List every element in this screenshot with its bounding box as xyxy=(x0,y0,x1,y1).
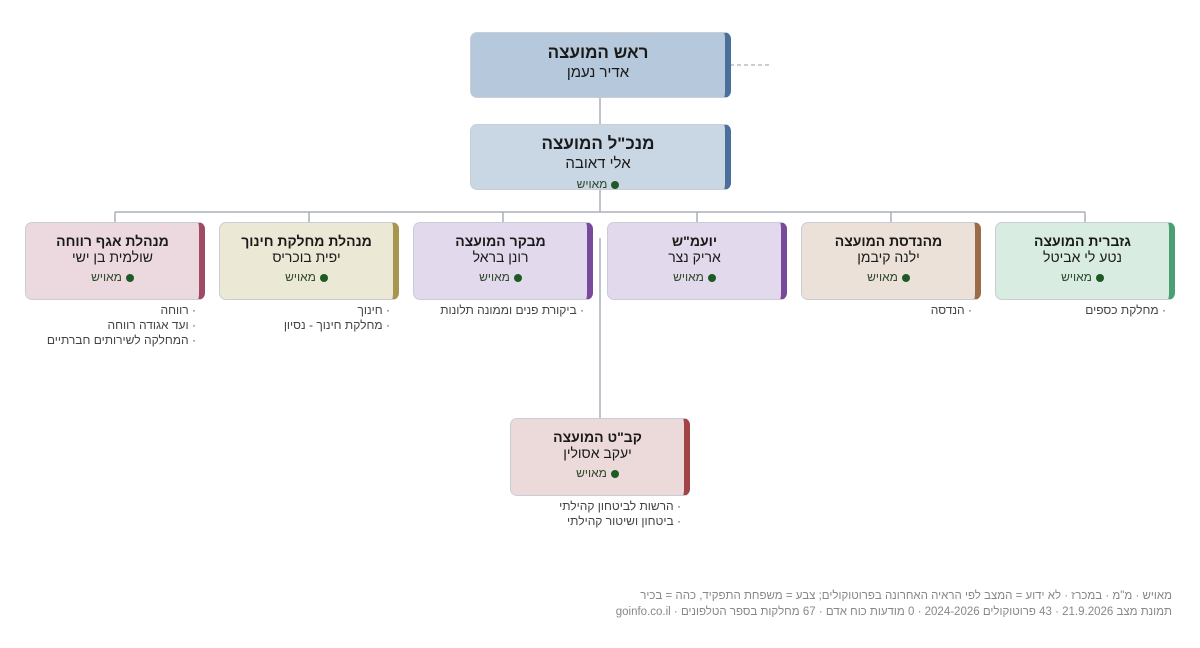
status-dot-icon xyxy=(513,273,522,282)
department-item: · רווחה xyxy=(160,303,196,317)
node-person: יפית בוכריס xyxy=(272,249,341,265)
security-departments: · הרשות לביטחון קהילתי · ביטחון ושיטור ק… xyxy=(559,499,681,529)
node-role: מבקר המועצה xyxy=(455,233,546,249)
node-person: יעקב אסולין xyxy=(563,445,632,461)
legend-line-2: תמונת מצב 21.9.2026 · 43 פרוטוקולים 2024… xyxy=(615,606,1172,618)
node-role: ראש המועצה xyxy=(547,43,649,62)
status-dot-icon xyxy=(319,273,328,282)
node-role: מנהלת מחלקת חינוך xyxy=(241,233,372,249)
department-item: · המחלקה לשירותים חברתיים xyxy=(46,333,196,347)
legend-line-1: מאויש · מ"מ · במכרז · לא ידוע = המצב לפי… xyxy=(640,590,1172,602)
treasurer-node[interactable]: גזברית המועצה נטע לי אביטל מאויש xyxy=(995,222,1175,300)
legal-advisor-node[interactable]: יועמ"ש אריק נצר מאויש xyxy=(607,222,787,300)
department-item: · מחלקת כספים xyxy=(1085,303,1166,317)
node-role: מנהלת אגף רווחה xyxy=(56,233,169,249)
education-departments: · חינוך · מחלקת חינוך - נסיון xyxy=(284,303,390,333)
treasurer-departments: · מחלקת כספים xyxy=(1085,303,1166,318)
department-item: · ועד אגודה רווחה xyxy=(107,318,196,332)
node-role: קב"ט המועצה xyxy=(553,429,642,445)
welfare-node[interactable]: מנהלת אגף רווחה שולמית בן ישי מאויש xyxy=(25,222,205,300)
node-person: שולמית בן ישי xyxy=(72,249,153,265)
status-dot-icon xyxy=(901,273,910,282)
department-item: · מחלקת חינוך - נסיון xyxy=(283,318,390,332)
head-of-council-node[interactable]: ראש המועצה אדיר נעמן xyxy=(470,32,731,98)
auditor-node[interactable]: מבקר המועצה רונן בראל מאויש xyxy=(413,222,593,300)
department-item: · חינוך xyxy=(357,303,390,317)
status-badge: מאויש xyxy=(802,270,975,284)
node-person: אלי דאובה xyxy=(565,155,631,172)
department-item: · הנדסה xyxy=(930,303,972,317)
auditor-departments: · ביקורת פנים וממונה תלונות xyxy=(440,303,584,318)
status-badge: מאויש xyxy=(414,270,587,284)
engineer-departments: · הנדסה xyxy=(931,303,972,318)
security-officer-node[interactable]: קב"ט המועצה יעקב אסולין מאויש xyxy=(510,418,690,496)
status-dot-icon xyxy=(125,273,134,282)
status-badge: מאויש xyxy=(26,270,199,284)
node-person: אדיר נעמן xyxy=(566,64,630,81)
status-badge: מאויש xyxy=(471,177,725,191)
education-node[interactable]: מנהלת מחלקת חינוך יפית בוכריס מאויש xyxy=(219,222,399,300)
node-role: גזברית המועצה xyxy=(1034,233,1131,249)
status-dot-icon xyxy=(610,469,619,478)
node-person: ילנה קיבמן xyxy=(857,249,920,265)
status-badge: מאויש xyxy=(220,270,393,284)
ceo-node[interactable]: מנכ"ל המועצה אלי דאובה מאויש xyxy=(470,124,731,191)
status-dot-icon xyxy=(707,273,716,282)
status-dot-icon xyxy=(611,180,620,189)
department-item: · ביטחון ושיטור קהילתי xyxy=(567,514,681,528)
status-badge: מאויש xyxy=(608,270,781,284)
node-person: רונן בראל xyxy=(472,249,529,265)
engineer-node[interactable]: מהנדסת המועצה ילנה קיבמן מאויש xyxy=(801,222,981,300)
node-role: מהנדסת המועצה xyxy=(834,233,943,249)
node-role: מנכ"ל המועצה xyxy=(541,134,655,153)
status-dot-icon xyxy=(1095,273,1104,282)
welfare-departments: · רווחה · ועד אגודה רווחה · המחלקה לשירו… xyxy=(47,303,196,348)
node-role: יועמ"ש xyxy=(671,233,718,249)
department-item: · ביקורת פנים וממונה תלונות xyxy=(440,303,584,317)
department-item: · הרשות לביטחון קהילתי xyxy=(559,499,681,513)
node-person: אריק נצר xyxy=(668,249,721,265)
status-badge: מאויש xyxy=(996,270,1169,284)
status-badge: מאויש xyxy=(511,466,684,480)
node-person: נטע לי אביטל xyxy=(1043,249,1122,265)
